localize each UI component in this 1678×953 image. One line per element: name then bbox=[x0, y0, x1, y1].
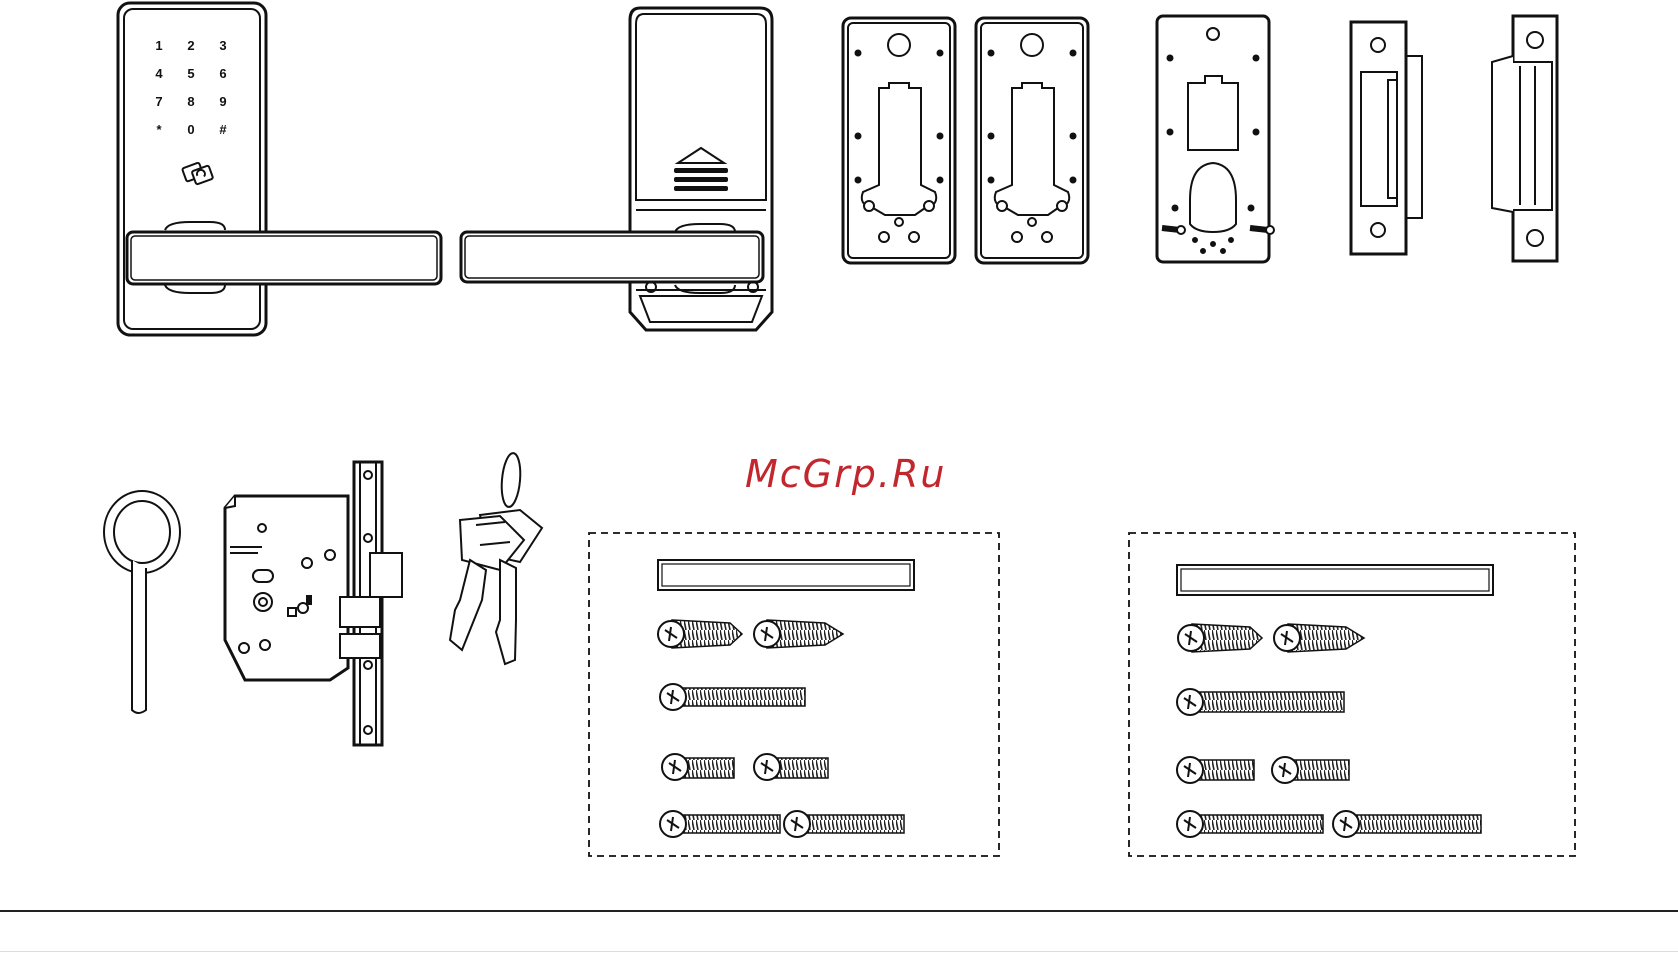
keypad-key: 7 bbox=[155, 94, 162, 109]
screw bbox=[658, 620, 904, 837]
spindle-bar bbox=[658, 560, 914, 590]
spindle-bar bbox=[1177, 565, 1493, 595]
footer-divider bbox=[0, 910, 1678, 912]
keypad: 1 2 3 4 5 6 7 8 9 * 0 # bbox=[155, 38, 227, 137]
keypad-key: 4 bbox=[155, 66, 163, 81]
keypad-key: 1 bbox=[155, 38, 162, 53]
keypad-key: 5 bbox=[187, 66, 194, 81]
screw-kit-right bbox=[1129, 533, 1575, 856]
screw-kit-left bbox=[589, 533, 999, 856]
hex-key-tool bbox=[104, 491, 180, 713]
keys bbox=[450, 452, 542, 664]
keypad-key: 2 bbox=[187, 38, 194, 53]
keypad-key: # bbox=[219, 122, 227, 137]
rfid-card-icon bbox=[182, 160, 213, 188]
back-mounting-plate bbox=[1157, 16, 1274, 262]
watermark-text: McGrp.Ru bbox=[745, 452, 946, 496]
strike-plate-box bbox=[1492, 16, 1557, 261]
mounting-plate-1 bbox=[843, 18, 955, 263]
arrow-up-icon bbox=[674, 148, 728, 191]
footer-divider-faint bbox=[0, 951, 1678, 952]
strike-plate-flat bbox=[1351, 22, 1422, 254]
keypad-key: 3 bbox=[219, 38, 226, 53]
front-lever-handle bbox=[127, 232, 441, 284]
keypad-key: 9 bbox=[219, 94, 226, 109]
screw bbox=[1177, 624, 1481, 837]
keypad-key: 8 bbox=[187, 94, 194, 109]
mounting-plate-2 bbox=[976, 18, 1088, 263]
keypad-key: * bbox=[156, 122, 162, 137]
keypad-key: 6 bbox=[219, 66, 226, 81]
keypad-key: 0 bbox=[187, 122, 194, 137]
mortise-lock-case bbox=[225, 462, 402, 745]
back-lever-handle bbox=[461, 232, 763, 282]
